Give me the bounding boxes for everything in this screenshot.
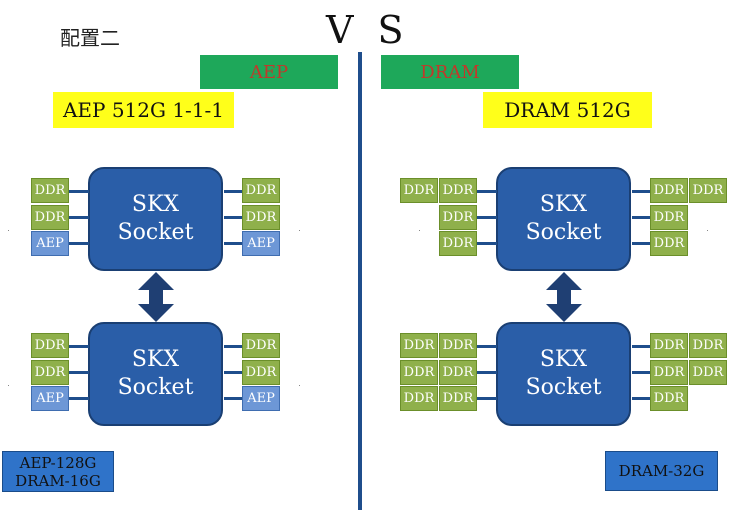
ddr-module: DDR [650, 386, 688, 411]
aep-capacity-legend: AEP-128G DRAM-16G [2, 451, 114, 492]
channel-link [69, 397, 89, 400]
socket-label-line1: SKX [539, 347, 588, 372]
right-socket-bottom: SKX Socket [496, 322, 631, 426]
channel-link [477, 190, 497, 193]
channel-link [632, 345, 650, 348]
ddr-module: DDR [400, 386, 438, 411]
left-socket-top: SKX Socket [88, 167, 223, 271]
config-title: 配置二 [60, 26, 120, 50]
channel-link [477, 345, 497, 348]
aep-config-label: AEP 512G 1-1-1 [53, 92, 234, 128]
channel-link [224, 371, 242, 374]
channel-link [477, 242, 497, 245]
dram-capacity-legend: DRAM-32G [605, 451, 718, 491]
dram-banner: DRAM [381, 55, 519, 89]
ddr-module: DDR [650, 178, 688, 203]
channel-link [69, 242, 89, 245]
stray-dot [707, 230, 708, 231]
channel-link [224, 216, 242, 219]
ddr-module: DDR [439, 360, 477, 385]
channel-link [632, 216, 650, 219]
socket-label-line1: SKX [131, 347, 180, 372]
ddr-module: DDR [689, 360, 727, 385]
socket-label-line2: Socket [117, 220, 194, 245]
channel-link [632, 242, 650, 245]
channel-link [477, 216, 497, 219]
channel-link [69, 371, 89, 374]
ddr-module: DDR [650, 205, 688, 230]
channel-link [69, 345, 89, 348]
aep-module: AEP [31, 386, 69, 411]
ddr-module: DDR [439, 333, 477, 358]
vs-heading: V S [326, 8, 410, 52]
interconnect-arrow [138, 272, 174, 322]
stray-dot [8, 385, 9, 386]
channel-link [224, 345, 242, 348]
ddr-module: DDR [242, 178, 280, 203]
ddr-module: DDR [650, 360, 688, 385]
left-socket-bottom: SKX Socket [88, 322, 223, 426]
channel-link [69, 216, 89, 219]
legend-line: DRAM-16G [15, 471, 101, 490]
ddr-module: DDR [439, 386, 477, 411]
ddr-module: DDR [31, 333, 69, 358]
channel-link [477, 371, 497, 374]
socket-label-line2: Socket [525, 220, 602, 245]
ddr-module: DDR [31, 360, 69, 385]
dram-config-label: DRAM 512G [483, 92, 652, 128]
legend-line: AEP-128G [19, 453, 97, 472]
stray-dot [8, 230, 9, 231]
ddr-module: DDR [242, 205, 280, 230]
stray-dot [299, 230, 300, 231]
stray-dot [299, 385, 300, 386]
channel-link [224, 397, 242, 400]
interconnect-arrow [546, 272, 582, 322]
socket-label-line1: SKX [539, 192, 588, 217]
channel-link [477, 397, 497, 400]
ddr-module: DDR [650, 231, 688, 256]
channel-link [632, 371, 650, 374]
aep-module: AEP [242, 386, 280, 411]
ddr-module: DDR [439, 178, 477, 203]
aep-module: AEP [31, 231, 69, 256]
ddr-module: DDR [689, 333, 727, 358]
ddr-module: DDR [439, 231, 477, 256]
ddr-module: DDR [242, 333, 280, 358]
channel-link [69, 190, 89, 193]
channel-link [224, 190, 242, 193]
legend-line: DRAM-32G [618, 462, 705, 480]
ddr-module: DDR [400, 333, 438, 358]
ddr-module: DDR [400, 178, 438, 203]
socket-label-line2: Socket [525, 375, 602, 400]
channel-link [632, 190, 650, 193]
ddr-module: DDR [689, 178, 727, 203]
socket-label-line1: SKX [131, 192, 180, 217]
aep-module: AEP [242, 231, 280, 256]
right-socket-top: SKX Socket [496, 167, 631, 271]
stray-dot [419, 230, 420, 231]
socket-label-line2: Socket [117, 375, 194, 400]
ddr-module: DDR [439, 205, 477, 230]
ddr-module: DDR [400, 360, 438, 385]
channel-link [632, 397, 650, 400]
aep-banner: AEP [200, 55, 338, 89]
center-divider [358, 52, 362, 510]
ddr-module: DDR [31, 178, 69, 203]
ddr-module: DDR [31, 205, 69, 230]
ddr-module: DDR [650, 333, 688, 358]
channel-link [224, 242, 242, 245]
ddr-module: DDR [242, 360, 280, 385]
